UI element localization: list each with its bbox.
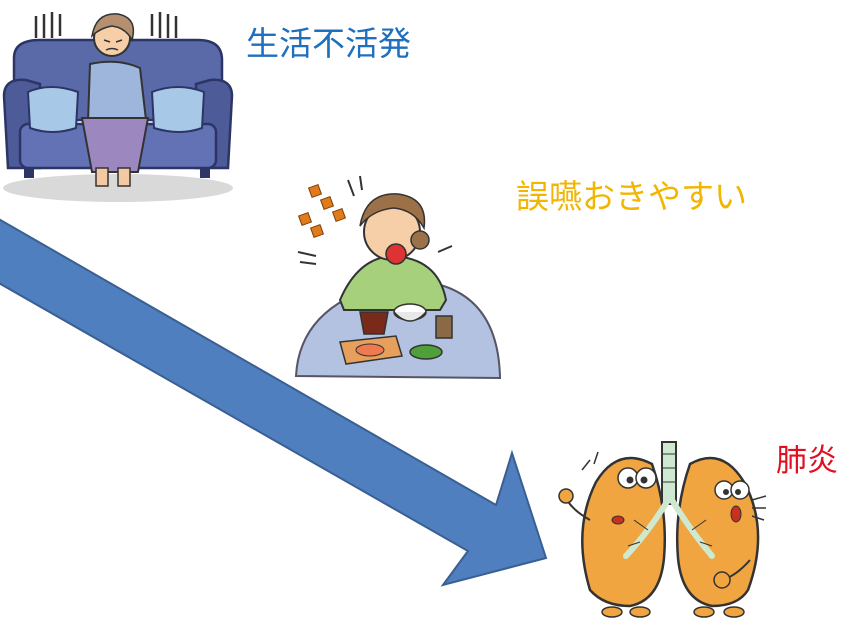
label-inactivity: 生活不活発 bbox=[246, 24, 411, 63]
lungs-character-icon bbox=[558, 441, 767, 618]
label-pneumonia: 肺炎 bbox=[776, 443, 838, 479]
flow-arrow bbox=[0, 218, 548, 587]
label-aspiration: 誤嚥おきやすい bbox=[516, 177, 747, 216]
choking-woman-icon bbox=[294, 175, 502, 380]
sofa-woman-icon bbox=[2, 12, 234, 202]
